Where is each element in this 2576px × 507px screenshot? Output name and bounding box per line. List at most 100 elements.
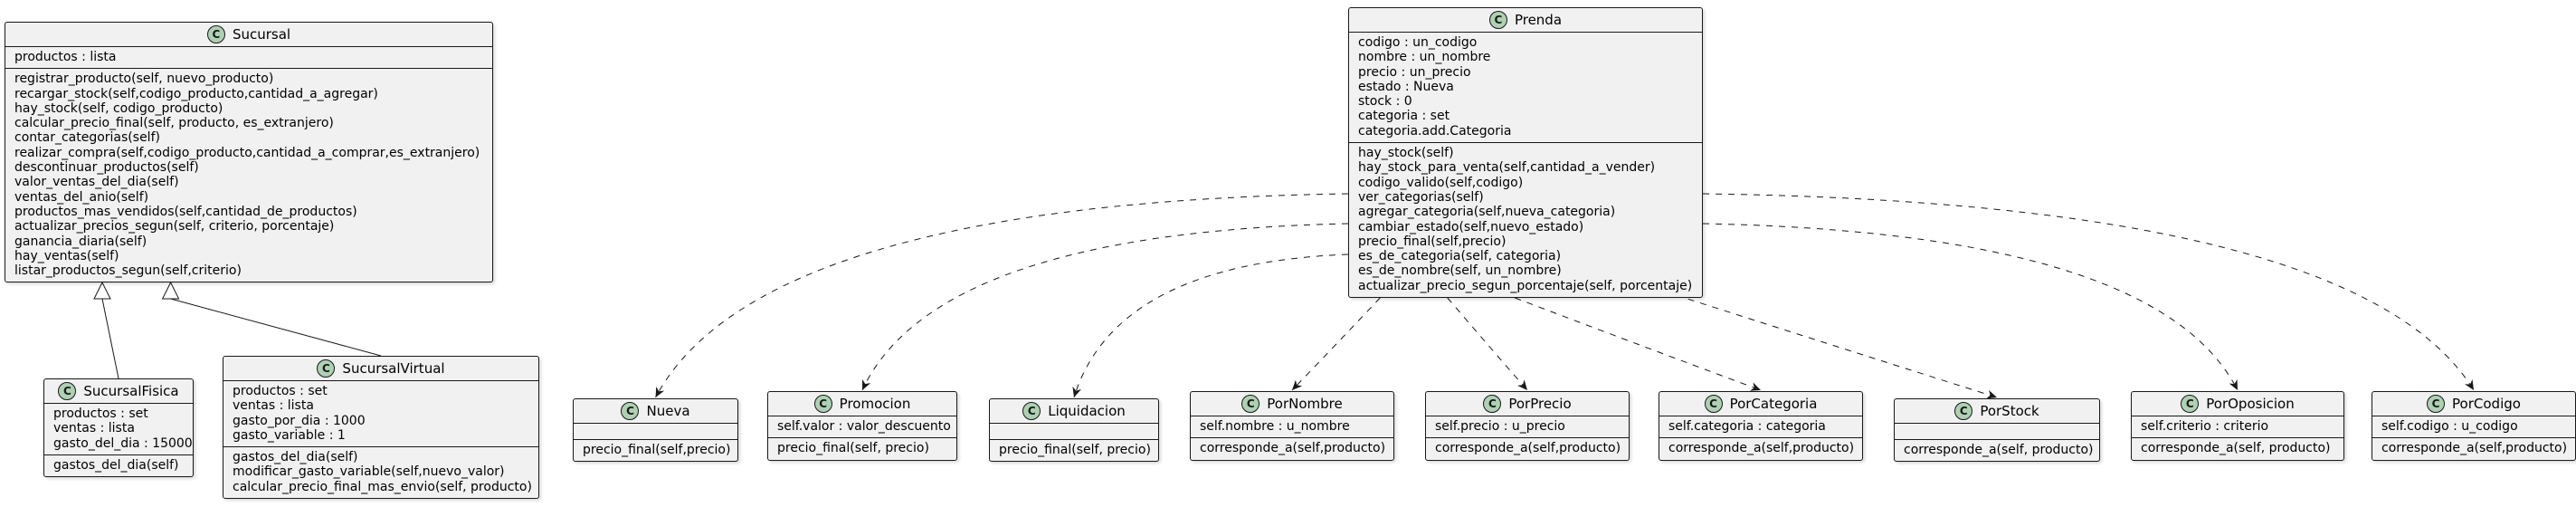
- attribute: categoria.add.Categoria: [1358, 123, 1512, 139]
- method: modificar_gasto_variable(self,nuevo_valo…: [233, 464, 505, 480]
- attribute: nombre : un_nombre: [1358, 50, 1491, 65]
- class-name: PorOposicion: [2206, 396, 2295, 412]
- dependency-arrowhead: [2229, 378, 2238, 390]
- method: listar_productos_segun(self,criterio): [14, 263, 242, 279]
- class-name: SucursalFisica: [83, 383, 179, 399]
- method: codigo_valido(self,codigo): [1358, 175, 1524, 190]
- dependency-arrowhead: [1072, 387, 1081, 397]
- methods-section: gastos_del_dia(self)modificar_gasto_vari…: [223, 446, 538, 498]
- class-header: C PorCategoria: [1659, 392, 1862, 416]
- dependency-edge: [655, 193, 1349, 398]
- method: precio_final(self, precio): [999, 443, 1151, 457]
- class-icon: C: [317, 359, 336, 378]
- method: descontinuar_productos(self): [14, 160, 199, 176]
- class-icon: C: [1954, 402, 1973, 420]
- class-icon: C: [1022, 402, 1041, 420]
- attribute: categoria : set: [1358, 109, 1450, 124]
- methods-section: corresponde_a(self,producto): [1191, 437, 1393, 459]
- method: cambiar_estado(self,nuevo_estado): [1358, 219, 1584, 234]
- method: corresponde_a(self, producto): [2141, 441, 2331, 456]
- dependency-edge: [1702, 193, 2475, 391]
- dependency-edge: [1073, 254, 1349, 398]
- class-name: PorCategoria: [1729, 396, 1818, 412]
- class-header: C Liquidacion: [990, 399, 1158, 423]
- method: realizar_compra(self,codigo_producto,can…: [14, 145, 480, 160]
- methods-section: hay_stock(self)hay_stock_para_venta(self…: [1349, 142, 1702, 297]
- method: corresponde_a(self,producto): [1435, 441, 1621, 456]
- attributes-section: self.criterio : criterio: [2132, 416, 2343, 437]
- method: precio_final(self,precio): [1358, 234, 1507, 249]
- attribute: productos : lista: [14, 50, 117, 64]
- method: gastos_del_dia(self): [53, 457, 179, 473]
- class-icon: C: [813, 395, 832, 413]
- attribute: precio : un_precio: [1358, 64, 1471, 80]
- method: es_de_nombre(self, un_nombre): [1358, 263, 1562, 279]
- class-box-liquidacion: C Liquidacion precio_final(self, precio): [989, 398, 1159, 463]
- dependency-arrowhead: [1985, 389, 1997, 399]
- method: productos_mas_vendidos(self,cantidad_de_…: [14, 204, 357, 219]
- dependency-edge: [861, 223, 1349, 391]
- dependency-arrowhead: [1749, 382, 1761, 391]
- attribute: stock : 0: [1358, 94, 1412, 110]
- attributes-section: self.codigo : u_codigo: [2372, 416, 2575, 437]
- class-header: C PorNombre: [1191, 392, 1393, 416]
- dependency-arrowhead: [862, 378, 871, 390]
- method: registrar_producto(self, nuevo_producto): [14, 72, 274, 87]
- method: actualizar_precios_segun(self, criterio,…: [14, 219, 335, 234]
- method: precio_final(self, precio): [777, 441, 929, 456]
- methods-section: corresponde_a(self,producto): [1659, 437, 1862, 459]
- dependency-arrowhead: [2464, 379, 2474, 390]
- method: gastos_del_dia(self): [233, 450, 358, 465]
- method: actualizar_precio_segun_porcentaje(self,…: [1358, 278, 1693, 293]
- method: ver_categorias(self): [1358, 189, 1484, 205]
- class-icon: C: [1704, 395, 1723, 413]
- attribute: gasto_del_dia : 15000: [53, 435, 193, 451]
- method: ventas_del_anio(self): [14, 189, 149, 205]
- dependency-edge: [1291, 297, 1381, 391]
- attribute: gasto_variable : 1: [233, 427, 346, 443]
- attribute: self.valor : valor_descuento: [777, 419, 951, 434]
- methods-section: precio_final(self, precio): [990, 439, 1158, 461]
- class-name: Liquidacion: [1048, 403, 1126, 419]
- attribute: self.nombre : u_nombre: [1200, 419, 1350, 434]
- method: calcular_precio_final_mas_envio(self, pr…: [233, 479, 532, 494]
- method: contar_categorias(self): [14, 130, 160, 146]
- class-name: PorNombre: [1267, 396, 1343, 412]
- attribute: productos : set: [233, 384, 328, 398]
- methods-section: gastos_del_dia(self): [44, 454, 193, 476]
- attribute: codigo : un_codigo: [1358, 35, 1478, 50]
- inheritance-edge: [170, 298, 382, 357]
- attributes-section: [574, 423, 737, 439]
- class-name: PorCodigo: [2452, 396, 2521, 412]
- dependency-edge: [1447, 297, 1528, 391]
- attribute: productos : set: [53, 407, 148, 421]
- class-icon: C: [1241, 395, 1260, 413]
- class-name: Promocion: [839, 396, 911, 412]
- class-name: Sucursal: [232, 26, 291, 43]
- dependency-arrowhead: [1517, 379, 1527, 390]
- methods-section: precio_final(self, precio): [768, 437, 956, 459]
- inheritance-arrowhead: [93, 281, 111, 300]
- method: hay_stock(self): [1358, 146, 1454, 161]
- attributes-section: [990, 423, 1158, 439]
- attribute: ventas : lista: [233, 398, 314, 414]
- method: corresponde_a(self,producto): [1200, 441, 1386, 456]
- methods-section: corresponde_a(self, producto): [1895, 439, 2099, 461]
- dependency-edge: [1702, 223, 2239, 391]
- attribute: estado : Nueva: [1358, 79, 1454, 94]
